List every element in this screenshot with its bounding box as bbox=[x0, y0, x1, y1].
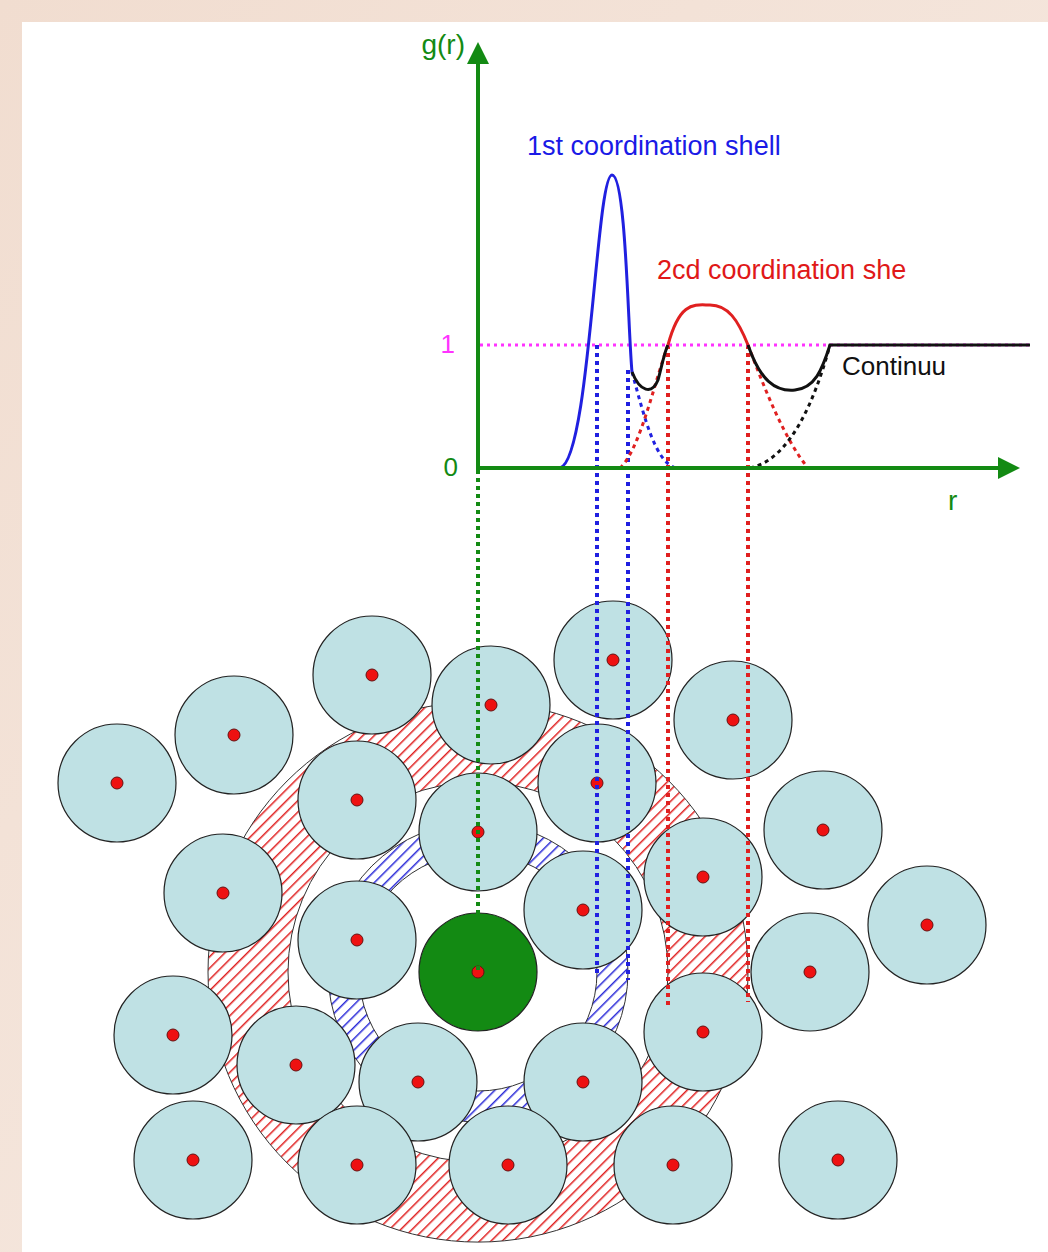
projection-lines bbox=[478, 345, 748, 1005]
curve-segment bbox=[748, 345, 1030, 390]
particle-center bbox=[351, 1159, 363, 1171]
particle bbox=[644, 818, 762, 936]
rdf-curve bbox=[560, 175, 1030, 468]
x-axis bbox=[476, 466, 1000, 470]
panel bbox=[22, 22, 1048, 1252]
particle bbox=[58, 724, 176, 842]
particle-center bbox=[351, 934, 363, 946]
particle-center bbox=[607, 654, 619, 666]
second-peak bbox=[668, 305, 748, 345]
y-axis bbox=[476, 60, 480, 470]
particle-center bbox=[351, 794, 363, 806]
particle-center bbox=[167, 1029, 179, 1041]
particle bbox=[298, 881, 416, 999]
particle-center bbox=[697, 1026, 709, 1038]
particle bbox=[449, 1106, 567, 1224]
tick-label: 0 bbox=[444, 453, 458, 482]
particle-center bbox=[832, 1154, 844, 1166]
particle bbox=[779, 1101, 897, 1219]
particles bbox=[58, 601, 986, 1224]
particle-center bbox=[577, 904, 589, 916]
particle-center bbox=[727, 714, 739, 726]
shell-projection bbox=[746, 345, 750, 1002]
particle bbox=[134, 1101, 252, 1219]
particle bbox=[538, 724, 656, 842]
particle-center bbox=[577, 1076, 589, 1088]
particle-center bbox=[187, 1154, 199, 1166]
tail bbox=[750, 345, 830, 468]
particle bbox=[764, 771, 882, 889]
particle-center bbox=[485, 699, 497, 711]
particle bbox=[554, 601, 672, 719]
particle-center bbox=[228, 729, 240, 741]
tail bbox=[620, 345, 668, 468]
particle-center bbox=[921, 919, 933, 931]
particle bbox=[432, 646, 550, 764]
particle bbox=[164, 834, 282, 952]
particle bbox=[674, 661, 792, 779]
particle bbox=[114, 976, 232, 1094]
arrowhead bbox=[467, 42, 489, 64]
particle bbox=[298, 1106, 416, 1224]
region-label: Continuu bbox=[842, 352, 946, 381]
particle-center bbox=[817, 824, 829, 836]
shell-projection bbox=[666, 345, 670, 1005]
reference-particle bbox=[419, 913, 537, 1031]
particle bbox=[237, 1006, 355, 1124]
tick-label: 1 bbox=[441, 330, 455, 359]
axis-title: r bbox=[948, 486, 957, 517]
particle-center bbox=[697, 871, 709, 883]
particle bbox=[298, 741, 416, 859]
shell-projection bbox=[595, 345, 599, 975]
particle-center bbox=[217, 887, 229, 899]
first-peak bbox=[560, 175, 632, 468]
particle bbox=[644, 973, 762, 1091]
particle bbox=[175, 676, 293, 794]
particle-center bbox=[412, 1076, 424, 1088]
curve-segment bbox=[632, 345, 668, 389]
axes bbox=[467, 42, 1020, 479]
particle-center bbox=[667, 1159, 679, 1171]
axis-title: g(r) bbox=[421, 30, 465, 61]
particle-center bbox=[290, 1059, 302, 1071]
arrowhead bbox=[998, 457, 1020, 479]
particle bbox=[751, 913, 869, 1031]
particle bbox=[868, 866, 986, 984]
particle-center bbox=[366, 669, 378, 681]
particle-center bbox=[111, 777, 123, 789]
particle-center bbox=[804, 966, 816, 978]
peak-label: 1st coordination shell bbox=[527, 132, 781, 162]
particle bbox=[524, 851, 642, 969]
particle bbox=[614, 1106, 732, 1224]
peak-label: 2cd coordination she bbox=[657, 256, 906, 286]
center-projection bbox=[476, 470, 480, 972]
particle-center bbox=[502, 1159, 514, 1171]
particle bbox=[313, 616, 431, 734]
